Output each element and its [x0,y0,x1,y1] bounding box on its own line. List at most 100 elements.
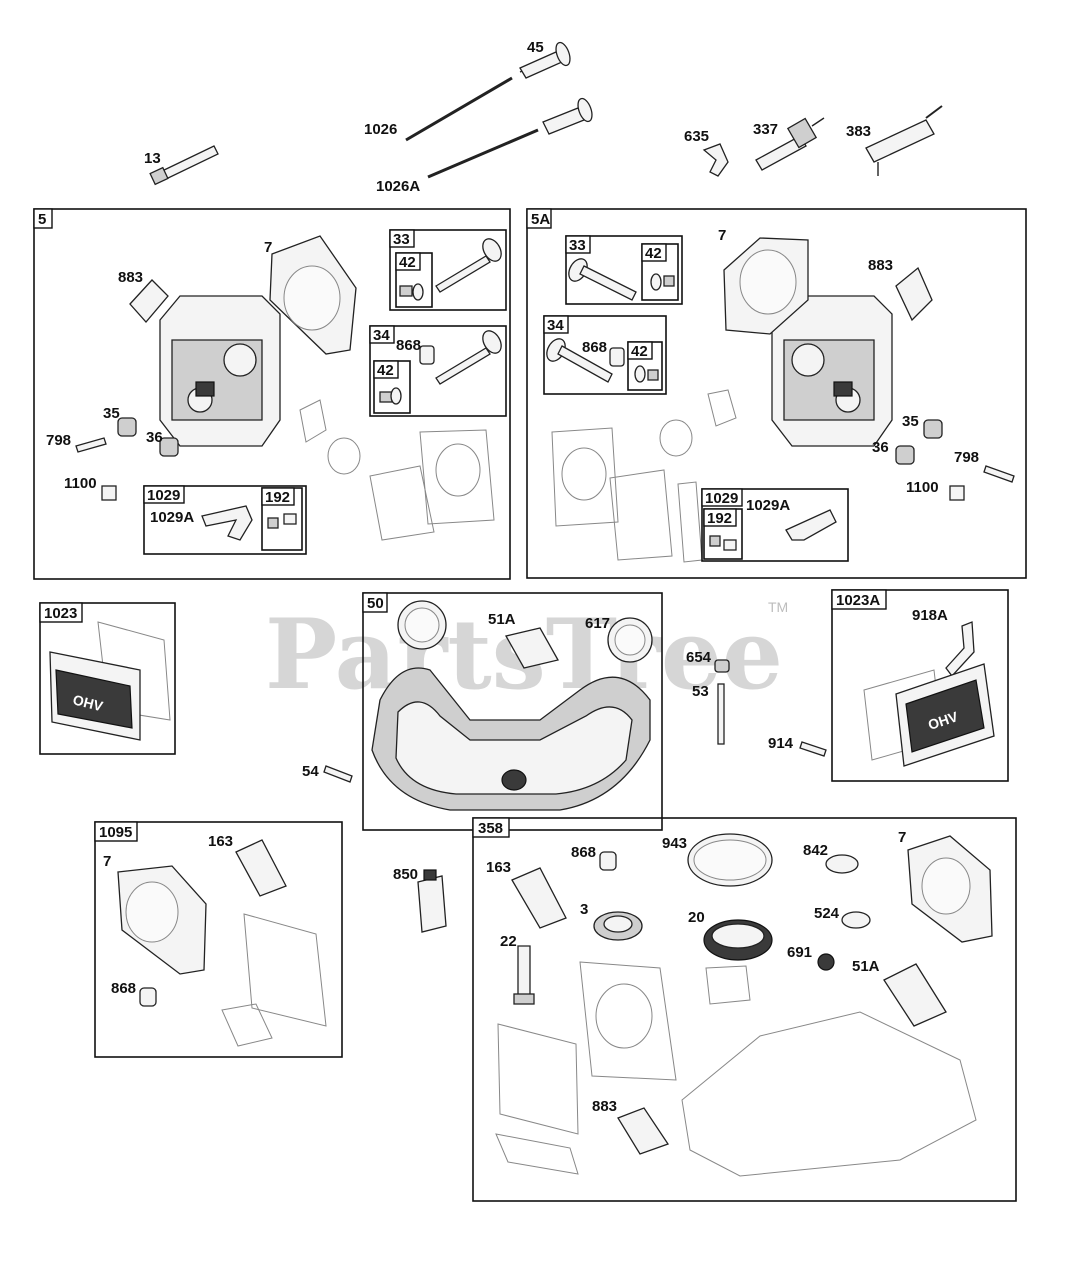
label-163-358: 163 [486,859,511,876]
group-358-gasket-set[interactable]: 358 868 943 842 7 163 3 20 524 22 691 51… [472,817,1017,1202]
stud-798[interactable] [75,437,107,453]
gasket-883[interactable] [129,279,169,323]
cylinder-head-5[interactable] [159,295,281,447]
label-868-358: 868 [571,844,596,861]
part-1026A-pushrod[interactable] [427,97,595,179]
label-36-5A: 36 [872,439,889,456]
ghost-gaskets-5 [299,399,495,541]
label-1100-5A: 1100 [906,479,939,496]
sub-33-tag: 33 [393,231,410,248]
label-914: 914 [768,735,794,752]
stud-798-5A[interactable] [983,465,1015,483]
sub-33-5A-tag: 33 [569,237,586,254]
seal-868-358[interactable] [599,851,617,871]
label-883: 883 [118,269,143,286]
spring-35-5A[interactable] [923,419,943,439]
label-1029A-5A: 1029A [746,497,790,514]
label-798: 798 [46,432,71,449]
gasket-51A-358[interactable] [883,963,947,1027]
group-1023-tag: 1023 [44,605,77,622]
sub-1029[interactable]: 1029 1029A 192 [143,485,307,555]
seal-691[interactable] [817,953,835,971]
sub-33[interactable]: 33 42 [389,229,507,311]
label-20: 20 [688,909,705,926]
oring-524[interactable] [841,911,871,929]
label-3: 3 [580,901,588,918]
label-7: 7 [264,239,272,256]
part-914-screw[interactable] [799,741,827,757]
group-1023-valve-cover[interactable]: 1023 OHV [39,602,176,755]
group-1023A-tag: 1023A [836,592,880,609]
part-654-nut[interactable] [714,659,730,673]
sub-33-5A-inner-tag: 42 [645,245,662,262]
group-50-tag: 50 [367,595,384,612]
label-883-358: 883 [592,1098,617,1115]
label-51A: 51A [488,611,516,628]
label-1029A: 1029A [150,509,194,526]
part-337-spark-plug[interactable] [755,117,825,171]
ghost-gaskets-5A [551,389,737,563]
sub-34-inner-tag: 42 [377,362,394,379]
gasket-883-358[interactable] [617,1107,670,1155]
group-1095-tag: 1095 [99,824,132,841]
group-5-cylinder-head[interactable]: 5 7 883 35 36 798 1100 [33,208,511,580]
label-943: 943 [662,835,687,852]
label-163-1095: 163 [208,833,233,850]
label-617: 617 [585,615,610,632]
spring-35[interactable] [117,417,137,437]
sub-34-5A-inner-tag: 42 [631,343,648,360]
gasket-163-1095[interactable] [235,839,287,897]
sub-1029-5A[interactable]: 1029 1029A 192 [701,488,849,562]
spring-36[interactable] [159,437,179,457]
group-1023A-valve-cover[interactable]: 1023A 918A OHV [831,589,1009,782]
part-383-breather[interactable] [865,105,943,176]
part-45-valve[interactable] [519,41,573,79]
hose-918A[interactable] [945,621,975,678]
spring-36-5A[interactable] [895,445,915,465]
group-1095-gasket-set[interactable]: 1095 7 163 868 [94,821,343,1058]
sub-33-5A[interactable]: 33 42 [565,235,683,305]
label-383: 383 [846,123,871,140]
part-850-sealant[interactable] [417,869,447,933]
clip-1100[interactable] [101,485,117,501]
group-358-tag: 358 [478,820,503,837]
oring-842[interactable] [825,854,859,874]
group-5A-tag: 5A [531,211,550,228]
label-524: 524 [814,905,840,922]
label-53: 53 [692,683,709,700]
label-1026: 1026 [364,121,397,138]
label-337: 337 [753,121,778,138]
label-7-1095: 7 [103,853,111,870]
sub-34-tag: 34 [373,327,390,344]
part-54-screw[interactable] [323,765,353,783]
part-53-stud[interactable] [717,683,725,745]
bolt-22[interactable] [517,945,531,997]
group-5-tag: 5 [38,211,46,228]
part-13-bolt[interactable] [149,145,219,186]
gasket-883-5A[interactable] [895,266,933,322]
cylinder-head-5A[interactable] [771,295,893,447]
group-50-intake-manifold[interactable]: 50 51A 617 [362,592,663,831]
ghost-gaskets-358 [495,961,977,1177]
label-798-5A: 798 [954,449,979,466]
sub-34-5A[interactable]: 34 868 42 [543,315,667,395]
part-635-boot[interactable] [702,143,729,177]
sub-1029-5A-tag: 1029 [705,490,738,507]
label-635: 635 [684,128,709,145]
label-54: 54 [302,763,319,780]
seal-868-1095[interactable] [139,987,157,1007]
group-5A-cylinder-head[interactable]: 5A 7 883 35 36 798 1100 [526,208,1027,579]
part-1026-pushrod[interactable] [405,76,513,142]
label-36: 36 [146,429,163,446]
sub-1029-tag: 1029 [147,487,180,504]
label-654: 654 [686,649,712,666]
label-51A-358: 51A [852,958,880,975]
label-850: 850 [393,866,418,883]
gasket-51A[interactable] [505,627,559,669]
label-842: 842 [803,842,828,859]
clip-1100-5A[interactable] [949,485,965,501]
label-918A: 918A [912,607,948,624]
sub-34[interactable]: 34 868 42 [369,325,507,417]
gasket-163-358[interactable] [511,867,567,929]
watermark-tm: TM [768,599,788,615]
